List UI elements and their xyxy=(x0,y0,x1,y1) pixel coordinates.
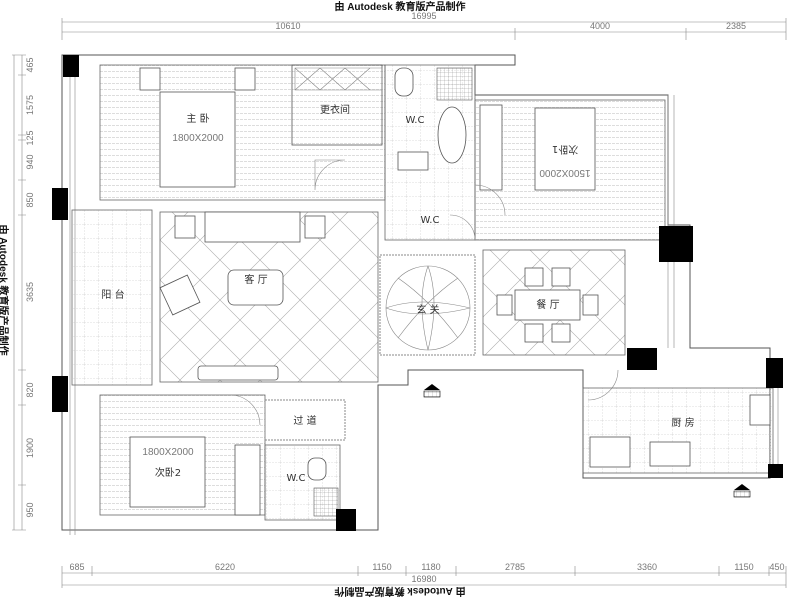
dim-left-9: 950 xyxy=(25,502,35,517)
room-label-living: 客 厅 xyxy=(244,273,267,286)
chair xyxy=(524,267,544,287)
watermark-left: 由 Autodesk 教育版产品制作 xyxy=(0,224,10,355)
dim-bottom-6: 3360 xyxy=(637,562,657,572)
dim-bottom-5: 2785 xyxy=(505,562,525,572)
dim-bottom-total: 16980 xyxy=(411,574,436,584)
fridge xyxy=(589,436,631,468)
bedroom2-bed xyxy=(129,436,206,508)
top-dimensions: 16995 10610 4000 2385 xyxy=(61,11,787,40)
room-label-master-bedroom: 主 卧 xyxy=(186,112,209,125)
watermark-bottom: 由 Autodesk 教育版产品制作 xyxy=(334,585,465,598)
nightstand xyxy=(139,67,161,91)
toilet-icon xyxy=(394,67,414,97)
corridor-floor xyxy=(264,399,346,441)
closet-area xyxy=(291,64,383,146)
room-label-bedroom2: 次卧2 xyxy=(155,466,181,479)
chair xyxy=(496,294,513,316)
stove xyxy=(649,441,691,467)
foyer-floor xyxy=(379,254,476,356)
dim-bottom-2: 6220 xyxy=(215,562,235,572)
wardrobe xyxy=(234,444,261,516)
dim-left-3: 125 xyxy=(25,130,35,145)
chair xyxy=(524,323,544,343)
bottom-dimensions: 685 6220 1150 1180 2785 3360 1150 450 16… xyxy=(61,562,787,588)
dim-top-2: 4000 xyxy=(590,21,610,31)
bed-size-bedroom2: 1800X2000 xyxy=(142,447,194,458)
dim-top-3: 2385 xyxy=(726,21,746,31)
room-label-bedroom1: 次卧1 xyxy=(552,143,578,156)
left-dimensions: 465 1575 125 940 850 3635 820 1900 950 xyxy=(12,54,35,531)
dim-bottom-8: 450 xyxy=(769,562,784,572)
armchair xyxy=(159,274,201,316)
chair xyxy=(551,267,571,287)
room-label-kitchen: 厨 房 xyxy=(671,416,694,429)
dim-left-7: 820 xyxy=(25,382,35,397)
room-label-dining: 餐 厅 xyxy=(536,298,559,311)
dim-left-2: 1575 xyxy=(25,95,35,115)
toilet-icon xyxy=(307,457,327,481)
watermark-top: 由 Autodesk 教育版产品制作 xyxy=(334,0,465,13)
room-label-closet: 更衣间 xyxy=(320,103,350,116)
sink xyxy=(397,151,429,171)
room-label-foyer: 玄 关 xyxy=(416,303,439,316)
structural-columns xyxy=(52,55,783,531)
bed-size-master: 1800X2000 xyxy=(172,133,224,144)
dim-left-6: 3635 xyxy=(25,282,35,302)
foyer-flower-pattern xyxy=(385,265,471,351)
room-label-wc-master: W.C xyxy=(406,115,425,126)
dim-left-1: 465 xyxy=(25,57,35,72)
sofa xyxy=(204,211,301,243)
wardrobe xyxy=(479,104,503,191)
bed-size-bedroom1: 1500X2000 xyxy=(539,167,591,178)
kitchen-sink xyxy=(749,394,771,426)
bathtub xyxy=(437,106,467,164)
dining-table xyxy=(514,289,581,321)
closet-wardrobe xyxy=(294,67,383,91)
coffee-table xyxy=(227,269,284,306)
chair xyxy=(551,323,571,343)
dim-bottom-7: 1150 xyxy=(734,562,753,572)
room-label-wc-public: W.C xyxy=(421,215,440,226)
dim-top-total: 16995 xyxy=(411,11,436,21)
dim-bottom-3: 1150 xyxy=(372,562,391,572)
dim-left-4: 940 xyxy=(25,154,35,169)
tv-cabinet xyxy=(197,365,279,381)
shower-tray xyxy=(436,67,473,101)
side-table xyxy=(304,215,326,239)
chair xyxy=(582,294,599,316)
dim-bottom-4: 1180 xyxy=(421,562,440,572)
balcony-floor xyxy=(71,209,153,386)
entry-arrow-icon xyxy=(423,384,441,398)
dim-bottom-1: 685 xyxy=(69,562,84,572)
dim-top-1: 10610 xyxy=(275,21,300,31)
nightstand xyxy=(234,67,256,91)
room-label-corridor: 过 道 xyxy=(293,414,316,427)
side-table xyxy=(174,215,196,239)
shower-tray xyxy=(313,487,339,517)
door-swings xyxy=(229,159,619,426)
bedroom1-bed xyxy=(534,107,596,191)
master-bed xyxy=(159,91,236,188)
dim-left-8: 1900 xyxy=(25,438,35,458)
room-label-balcony: 阳 台 xyxy=(101,288,124,301)
entry-arrow-icon xyxy=(733,484,751,498)
room-label-wc-bedroom2: W.C xyxy=(287,473,306,484)
dim-left-5: 850 xyxy=(25,192,35,207)
